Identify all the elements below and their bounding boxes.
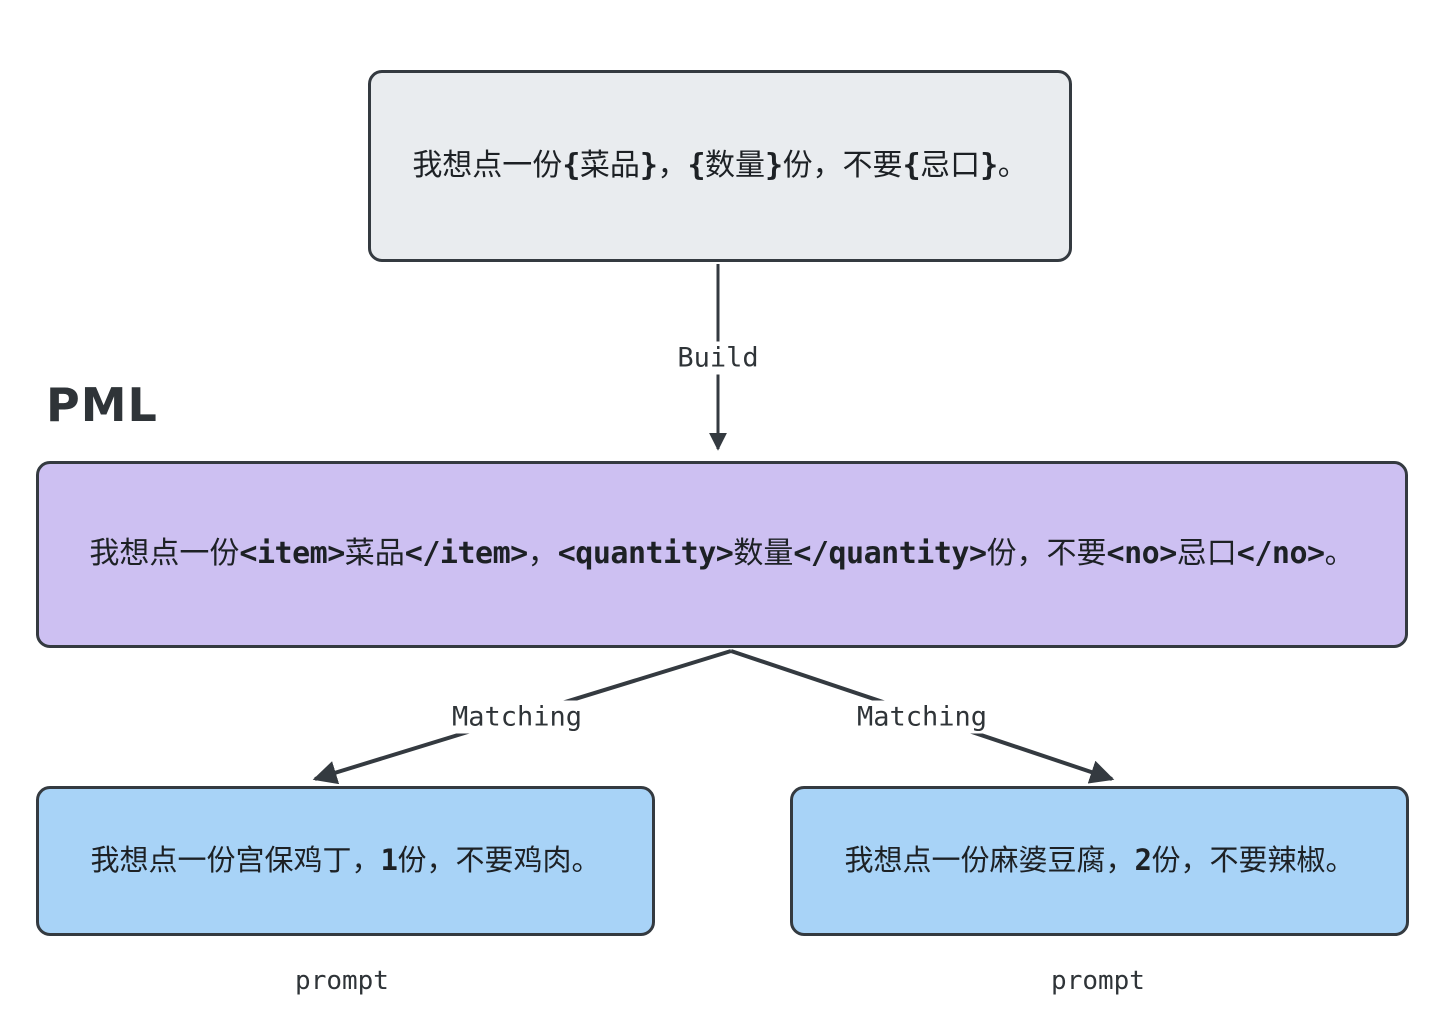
pml-group-label: PML xyxy=(46,378,158,432)
edge-label-matching-right: Matching xyxy=(849,700,995,734)
prompt-node-left-text: 我想点一份宫保鸡丁，1份，不要鸡肉。 xyxy=(90,843,601,878)
template-node-text: 我想点一份{菜品}，{数量}份，不要{忌口}。 xyxy=(412,147,1028,183)
caption-prompt-right: prompt xyxy=(1051,966,1145,996)
prompt-node-right-text: 我想点一份麻婆豆腐，2份，不要辣椒。 xyxy=(844,843,1355,878)
template-node: 我想点一份{菜品}，{数量}份，不要{忌口}。 xyxy=(368,70,1072,262)
pml-node: 我想点一份<item>菜品</item>，<quantity>数量</quant… xyxy=(36,461,1408,648)
prompt-node-right: 我想点一份麻婆豆腐，2份，不要辣椒。 xyxy=(790,786,1409,936)
prompt-node-left: 我想点一份宫保鸡丁，1份，不要鸡肉。 xyxy=(36,786,655,936)
edge-label-matching-left: Matching xyxy=(444,700,590,734)
pml-node-text: 我想点一份<item>菜品</item>，<quantity>数量</quant… xyxy=(89,536,1355,572)
caption-prompt-left: prompt xyxy=(295,966,389,996)
edge-label-build: Build xyxy=(670,341,766,375)
